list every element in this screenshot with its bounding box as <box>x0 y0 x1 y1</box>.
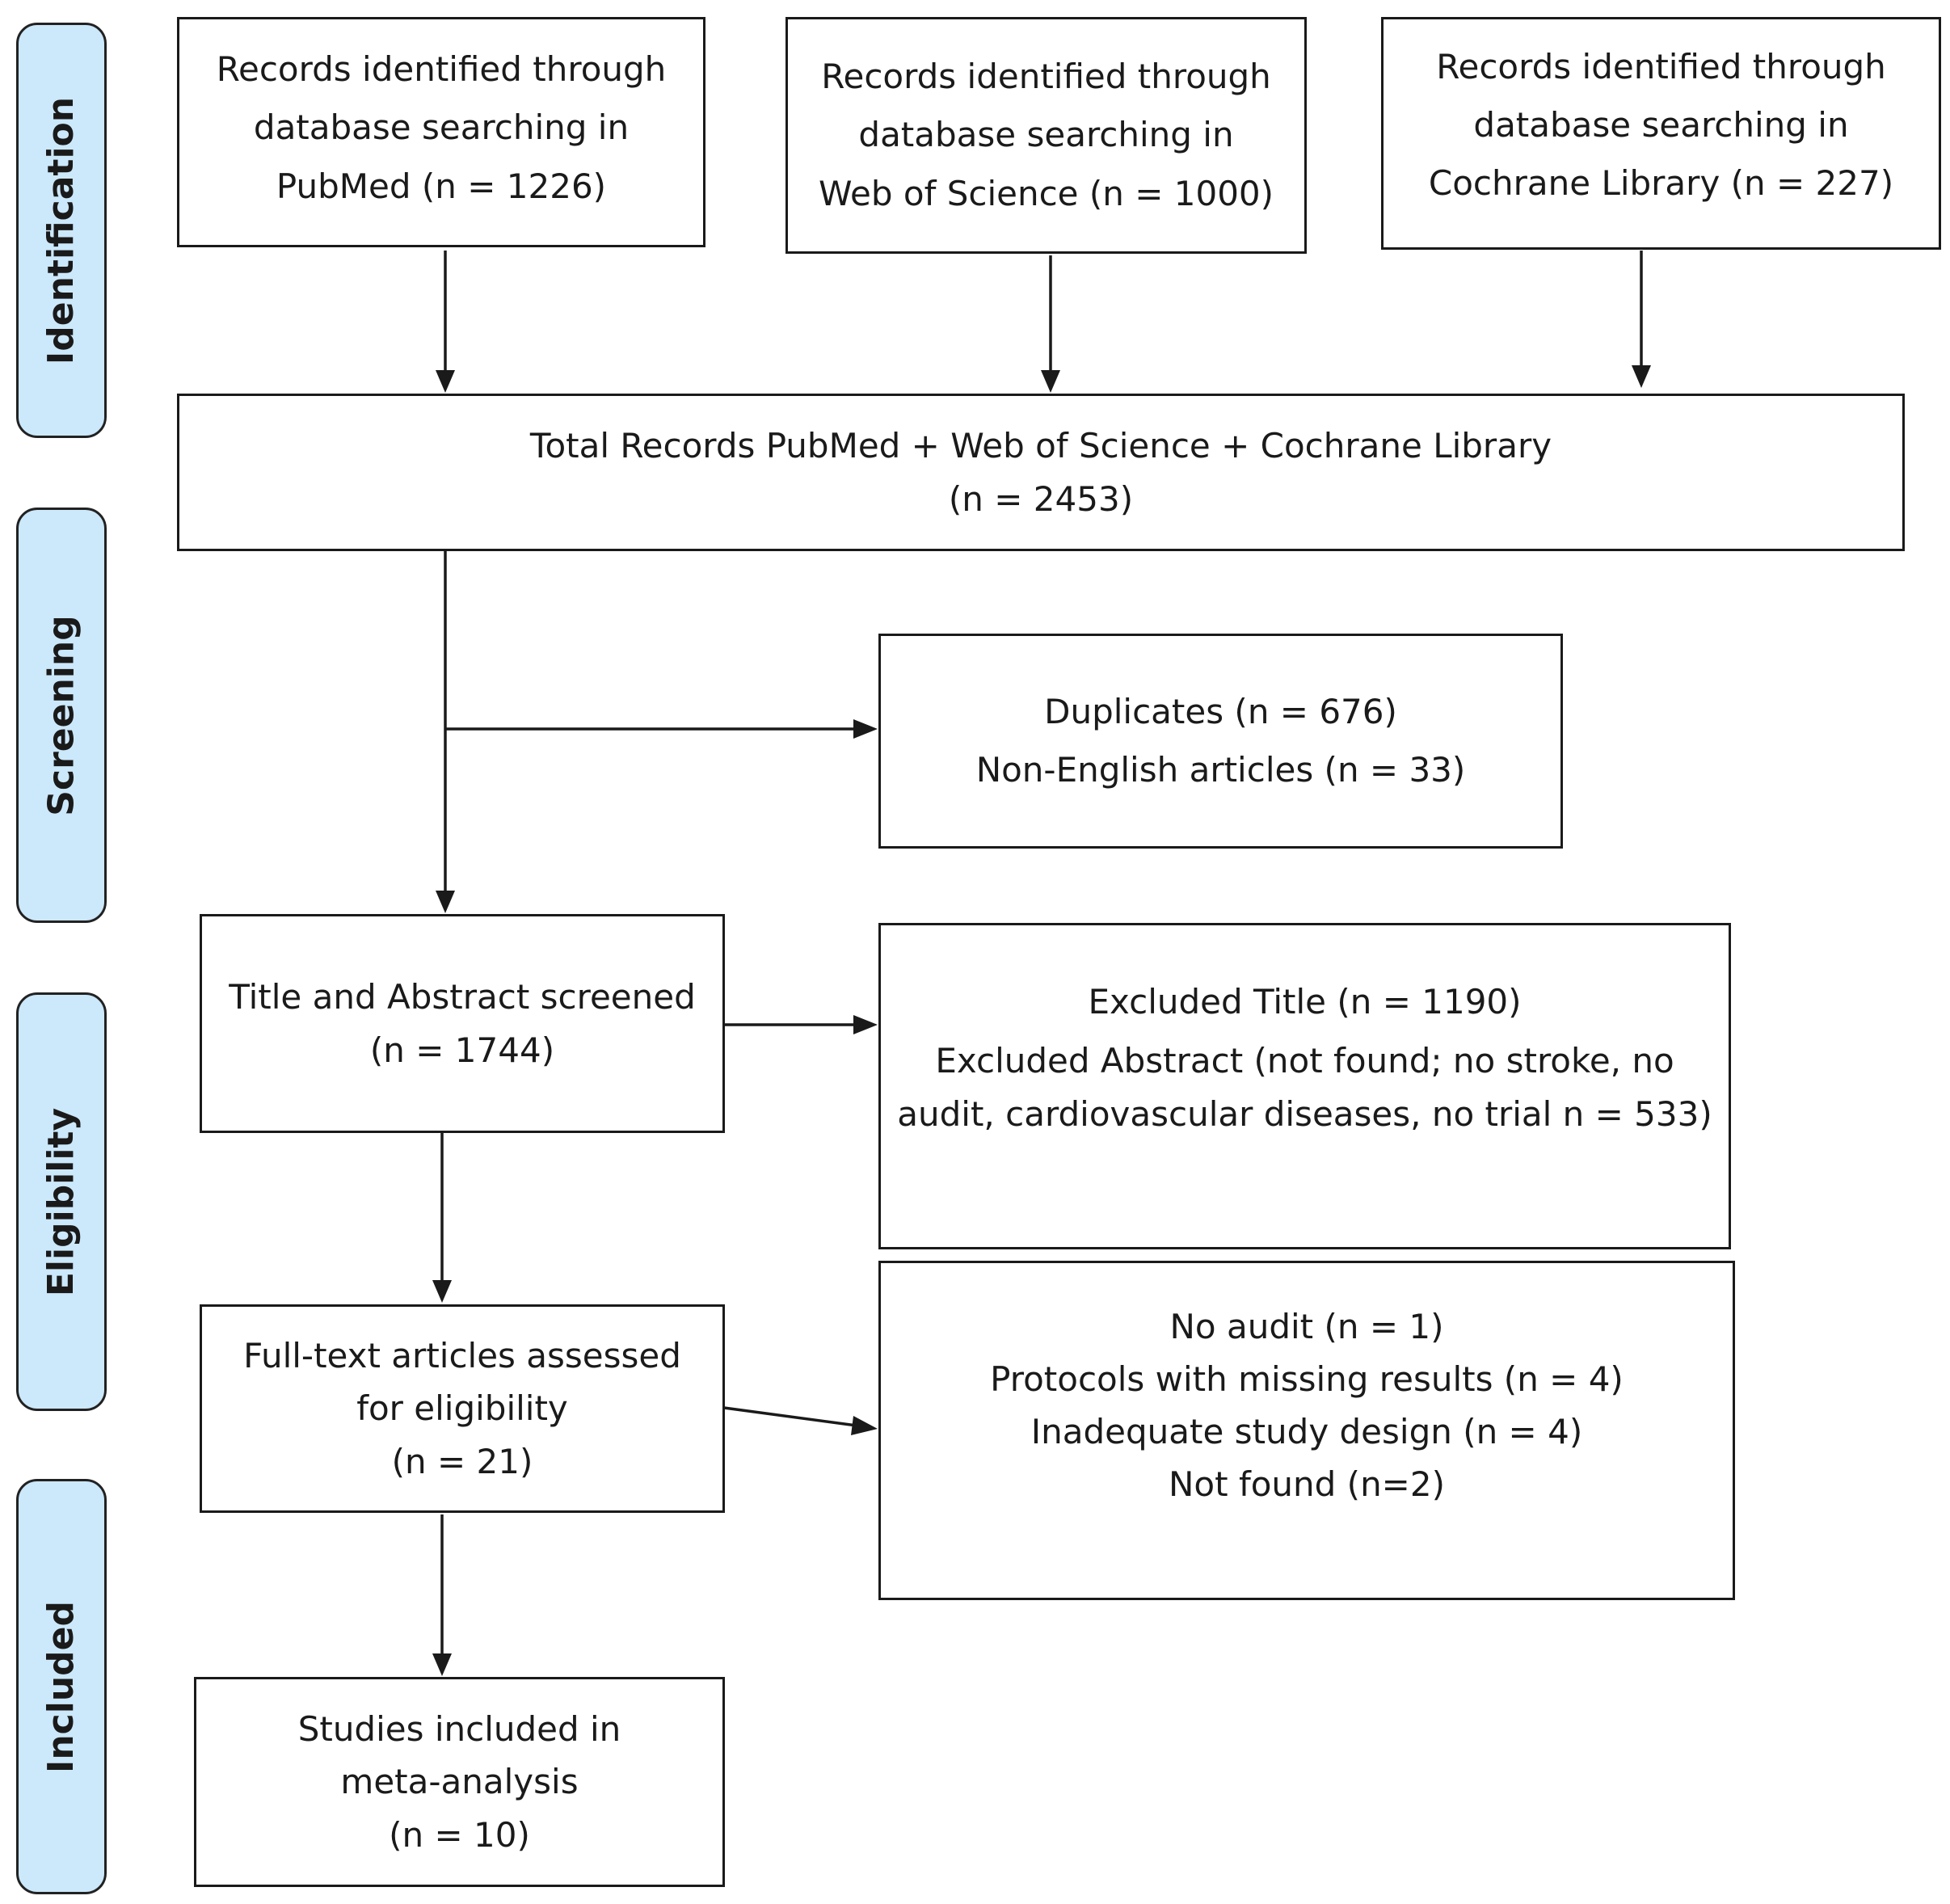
arrowhead-duplicates <box>853 719 878 739</box>
fulltext-excluded-line-1: No audit (n = 1) <box>1169 1307 1444 1346</box>
included-box: Studies included in meta-analysis (n = 1… <box>194 1677 725 1887</box>
cochrane-line-3: Cochrane Library (n = 227) <box>1428 163 1894 204</box>
wos-line-1: Records identified through <box>821 57 1271 97</box>
phase-screening: Screening <box>16 508 107 923</box>
phase-included: Included <box>16 1479 107 1894</box>
wos-line-3: Web of Science (n = 1000) <box>818 173 1274 213</box>
excluded-line-1: Excluded Title (n = 1190) <box>1088 982 1522 1022</box>
title-abstract-line-2: (n = 1744) <box>369 1030 555 1070</box>
duplicates-line-1: Duplicates (n = 676) <box>1044 691 1397 731</box>
wos-box: Records identified through database sear… <box>785 17 1307 254</box>
pubmed-line-1: Records identified through <box>216 49 667 90</box>
arrowhead-wos <box>1041 370 1060 393</box>
arrowhead-included <box>432 1653 452 1676</box>
duplicates-line-2: Non-English articles (n = 33) <box>975 750 1466 790</box>
pubmed-line-2: database searching in <box>253 107 630 148</box>
fulltext-excluded-line-2: Protocols with missing results (n = 4) <box>990 1359 1624 1400</box>
arrowhead-cochrane <box>1632 365 1651 388</box>
phase-identification: Identification <box>16 23 107 438</box>
fulltext-line-2: for eligibility <box>356 1388 568 1429</box>
wos-line-2: database searching in <box>858 115 1234 155</box>
included-line-3: (n = 10) <box>389 1814 530 1855</box>
arrowhead-title <box>436 891 455 913</box>
pubmed-box: Records identified through database sear… <box>177 17 705 247</box>
arrowhead-fulltext <box>432 1280 452 1303</box>
pubmed-line-3: PubMed (n = 1226) <box>276 166 607 206</box>
arrowhead-fulltext-excluded <box>851 1416 878 1435</box>
title-abstract-box: Title and Abstract screened (n = 1744) <box>200 914 725 1133</box>
fulltext-line-1: Full-text articles assessed <box>243 1336 681 1376</box>
excluded-line-3: audit, cardiovascular diseases, no trial… <box>897 1093 1712 1134</box>
cochrane-line-2: database searching in <box>1473 104 1849 145</box>
cochrane-line-1: Records identified through <box>1436 46 1886 86</box>
fulltext-excluded-line-4: Not found (n=2) <box>1169 1464 1445 1505</box>
arrowhead-pubmed <box>436 370 455 393</box>
arrowhead-excluded-title <box>853 1015 878 1034</box>
cochrane-box: Records identified through database sear… <box>1381 17 1941 250</box>
total-line-2: (n = 2453) <box>948 478 1134 519</box>
fulltext-box: Full-text articles assessed for eligibil… <box>200 1304 725 1513</box>
fulltext-line-3: (n = 21) <box>391 1441 533 1481</box>
included-line-2: meta-analysis <box>340 1762 579 1802</box>
fulltext-excluded-box: No audit (n = 1) Protocols with missing … <box>878 1261 1735 1600</box>
duplicates-box: Duplicates (n = 676) Non-English article… <box>878 634 1563 849</box>
title-abstract-line-1: Title and Abstract screened <box>229 977 696 1017</box>
arrow-to-fulltext-excluded <box>723 1406 857 1427</box>
total-records-box: Total Records PubMed + Web of Science + … <box>177 394 1905 551</box>
excluded-line-2: Excluded Abstract (not found; no stroke,… <box>935 1041 1674 1081</box>
total-line-1: Total Records PubMed + Web of Science + … <box>529 426 1552 466</box>
phase-eligibility: Eligibility <box>16 992 107 1411</box>
included-line-1: Studies included in <box>297 1709 621 1750</box>
excluded-title-abstract-box: Excluded Title (n = 1190) Excluded Abstr… <box>878 923 1731 1249</box>
fulltext-excluded-line-3: Inadequate study design (n = 4) <box>1030 1412 1583 1452</box>
